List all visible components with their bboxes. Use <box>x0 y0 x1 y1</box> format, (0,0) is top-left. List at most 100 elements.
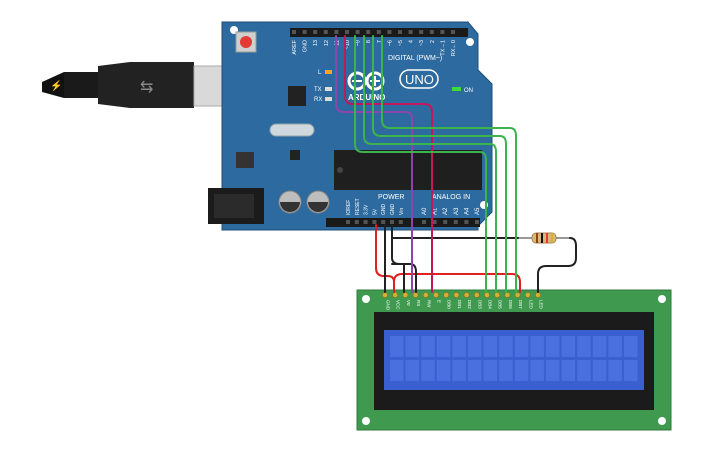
lcd-pin-label: GND <box>386 300 391 311</box>
digital-pin-label: ~9 <box>356 40 362 46</box>
digital-pin-socket <box>429 30 434 34</box>
digital-pin-label: 2 <box>430 40 436 43</box>
lcd-character-cell <box>561 360 576 381</box>
lcd-character-cell <box>421 360 435 381</box>
digital-pin-socket <box>419 30 424 34</box>
lcd-pin-label: DB5 <box>498 300 503 309</box>
led-l-label: L <box>318 70 322 76</box>
digital-pin-label: ~3 <box>419 40 425 46</box>
lcd-pin-label: LED <box>528 300 533 310</box>
digital-pin-socket <box>366 30 371 34</box>
digital-pin-label: GND <box>303 40 309 52</box>
lcd-pin-label: DB2 <box>467 300 472 309</box>
wire-db4 <box>354 35 487 293</box>
power-pin-socket <box>354 220 359 224</box>
analog-section-label: ANALOG IN <box>432 194 470 201</box>
atmega-chip <box>334 150 482 190</box>
lcd-character-cell <box>436 360 451 381</box>
wire-5v-led-anode <box>393 273 521 293</box>
digital-pin-label: 4 <box>409 40 415 43</box>
lcd-character-cell <box>514 360 529 381</box>
lcd-pin <box>514 292 521 298</box>
lcd-pin <box>392 292 399 298</box>
lcd-pin <box>402 292 409 298</box>
lcd-character-cell <box>577 360 591 381</box>
usb-strain-relief <box>64 72 98 98</box>
lcd-pin <box>453 292 460 298</box>
wire-db6 <box>372 35 507 293</box>
lcd-character-cell <box>592 360 607 381</box>
led-tx-label: TX <box>314 87 322 93</box>
lcd-character-cell <box>390 336 404 357</box>
power-pin-socket <box>390 220 394 224</box>
digital-pin-label: 12 <box>324 40 330 46</box>
lcd-pin <box>443 292 450 298</box>
lcd-pin <box>412 292 419 298</box>
lcd-character-cell <box>577 336 591 357</box>
wire-enable <box>344 35 433 293</box>
lcd-pin <box>433 292 439 298</box>
digital-pin-label: 8 <box>366 40 372 43</box>
digital-pin-label: ~5 <box>398 40 404 46</box>
power-pin-socket <box>398 220 403 224</box>
usb-cable-tail <box>42 72 64 98</box>
digital-pin-label: TX→1 <box>440 40 446 56</box>
power-pin-label: 3.3V <box>364 204 370 215</box>
crystal <box>269 123 315 137</box>
analog-pin-socket <box>422 220 426 224</box>
usb-cable: ⚡ ⇆ <box>42 62 229 108</box>
digital-pin-socket <box>313 30 318 34</box>
digital-pin-label: ~10 <box>345 40 351 49</box>
lcd-character-cell <box>514 336 529 357</box>
resistor <box>518 232 570 244</box>
digital-pin-socket <box>408 30 413 34</box>
power-section-label: POWER <box>378 194 404 201</box>
digital-pin-label: RX←0 <box>451 40 457 56</box>
lcd-character-cell <box>546 360 560 381</box>
digital-pin-socket <box>323 30 328 34</box>
lcd-character-cell <box>624 360 638 381</box>
arduino-logo-text: ARDUINO <box>348 93 385 102</box>
power-pin-socket <box>363 220 368 224</box>
power-pin-socket <box>372 220 377 224</box>
lcd-pin <box>473 292 480 298</box>
digital-pin-socket <box>398 30 402 34</box>
lcd-pin-label: DB6 <box>508 300 513 309</box>
lcd-character-cell <box>436 336 451 357</box>
lcd-character-cell <box>390 360 404 381</box>
wires <box>335 35 577 293</box>
wire-db5 <box>363 35 497 293</box>
lcd-pin <box>535 292 541 298</box>
wire-db7 <box>381 35 517 293</box>
analog-pin-label: A5 <box>475 207 481 215</box>
digital-pin-socket <box>451 30 455 34</box>
reset-button[interactable] <box>240 36 252 48</box>
led-l <box>325 70 332 74</box>
lcd-pin <box>504 292 511 298</box>
power-pin-label: 5V <box>372 208 378 215</box>
voltage-regulator <box>236 152 254 168</box>
digital-pin-socket <box>302 30 307 34</box>
led-rx <box>325 97 332 101</box>
lcd-character-cell <box>483 336 498 357</box>
led-rx-label: RX <box>314 97 322 103</box>
analog-pin-socket <box>432 220 437 224</box>
lcd-pin <box>484 292 490 298</box>
analog-pin-socket <box>443 220 448 224</box>
power-pin-label: GND <box>381 204 387 216</box>
analog-pin-label: A3 <box>454 207 460 215</box>
lcd-character-cell <box>483 360 498 381</box>
power-pin-label: RESET <box>355 198 361 215</box>
digital-pin-label: AREF <box>292 39 298 54</box>
analog-pin-socket <box>475 220 479 224</box>
lcd-pin-label: E <box>437 300 442 303</box>
lcd-character-cell <box>530 336 544 357</box>
digital-pin-socket <box>292 30 296 34</box>
lcd-pin-label: RW <box>426 300 431 308</box>
lcd-character-cell <box>499 336 513 357</box>
